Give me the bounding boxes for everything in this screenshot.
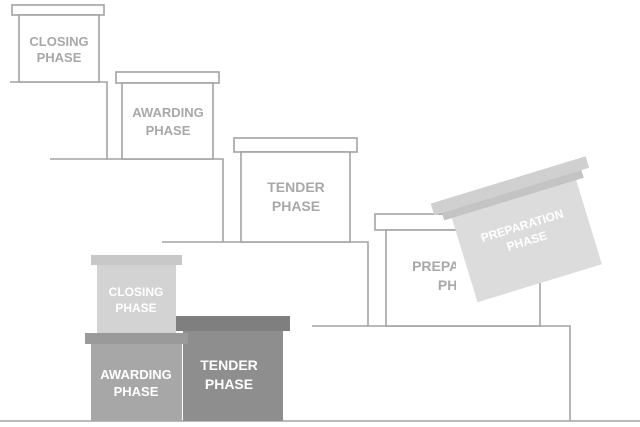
stacked-boxes: TENDER PHASE AWARDING PHASE CLOSING PHAS… [85,255,290,421]
step-preparation-label-line1: PREPARATION [412,258,512,274]
step-closing-outline-box: CLOSING PHASE [11,4,105,83]
stacked-tender-label-line2: PHASE [205,376,253,392]
step-closing-label-line2: PHASE [37,50,82,65]
stacked-closing-label-line2: PHASE [115,301,156,315]
step-tender-label-line2: PHASE [272,198,320,214]
step-tender-label-line1: TENDER [267,179,325,195]
step-tender-outline-box: TENDER PHASE [233,137,358,243]
step-awarding-label-line1: AWARDING [132,105,204,120]
step-preparation-label-line2: PHASE [438,277,486,293]
stacked-closing-label-line1: CLOSING [109,285,164,299]
stacked-tender-label-line1: TENDER [200,357,258,373]
step-awarding-label-line2: PHASE [146,123,191,138]
tilted-preparation-box: PREPARATION PHASE [430,156,602,303]
stacked-tender-box: TENDER PHASE [172,316,290,421]
step-closing-label-line1: CLOSING [29,34,88,49]
stacked-awarding-label-line1: AWARDING [100,367,172,382]
stacked-awarding-box: AWARDING PHASE [85,333,188,421]
stacked-closing-box: CLOSING PHASE [91,255,182,333]
step-awarding-outline-box: AWARDING PHASE [115,71,220,160]
stacked-awarding-label-line2: PHASE [114,384,159,399]
